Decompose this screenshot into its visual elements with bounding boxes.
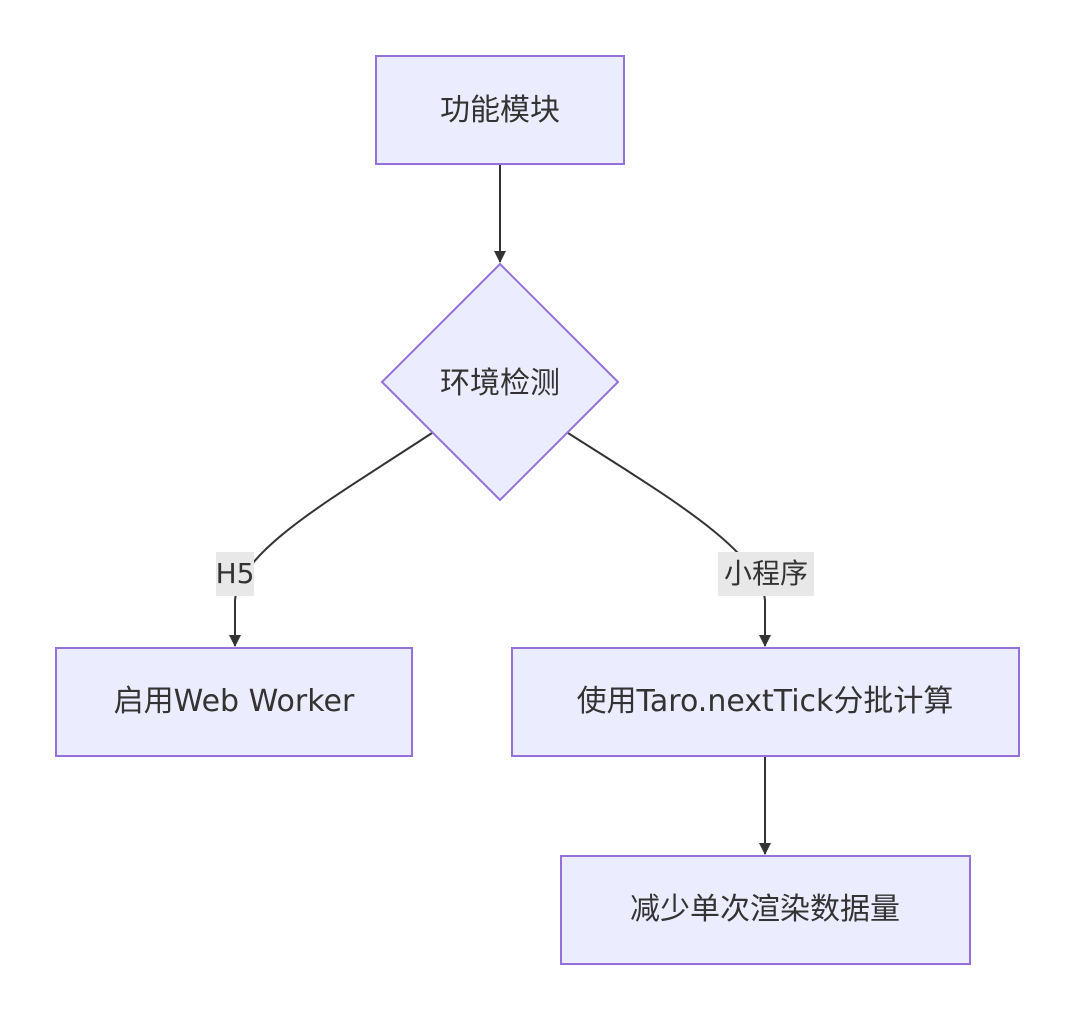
svg-text:功能模块: 功能模块	[440, 93, 560, 128]
svg-text:启用Web Worker: 启用Web Worker	[114, 684, 355, 719]
svg-text:使用Taro.nextTick分批计算: 使用Taro.nextTick分批计算	[577, 684, 954, 719]
node-env-check[interactable]: 环境检测	[380, 262, 620, 502]
edge-env-to-webworker	[229, 432, 433, 647]
node-web-worker[interactable]: 启用Web Worker	[55, 647, 413, 757]
edge-label-h5: H5	[216, 552, 255, 596]
node-next-tick[interactable]: 使用Taro.nextTick分批计算	[511, 647, 1020, 757]
edge-env-to-nexttick	[567, 432, 771, 647]
node-reduce-data[interactable]: 减少单次渲染数据量	[560, 855, 971, 965]
node-module[interactable]: 功能模块	[375, 55, 625, 165]
edge-label-miniprogram: 小程序	[718, 552, 814, 596]
svg-text:H5: H5	[216, 557, 255, 590]
svg-text:小程序: 小程序	[724, 557, 808, 590]
svg-text:环境检测: 环境检测	[440, 366, 560, 401]
svg-text:减少单次渲染数据量: 减少单次渲染数据量	[630, 892, 900, 927]
